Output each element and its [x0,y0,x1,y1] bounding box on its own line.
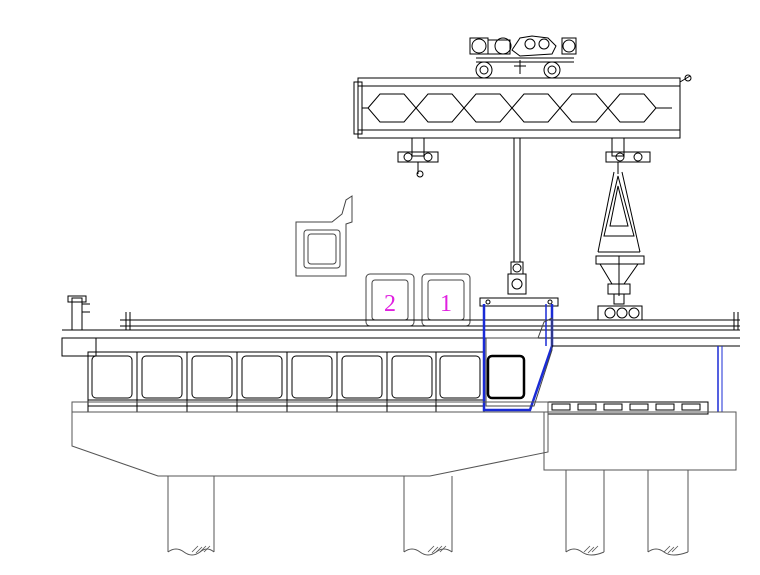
truss-hexagons [362,93,672,123]
stacked-segment-2: 2 [365,273,415,327]
segment-1-label: 1 [440,291,452,317]
deck-rail [62,312,740,339]
crane-main-beam [353,74,692,139]
pier-column-4 [647,470,689,556]
pier-column-3 [565,470,605,556]
stacked-segment-1: 1 [421,273,471,327]
girder-segments [87,351,485,413]
segment-2-label: 2 [384,291,396,317]
segment-being-lifted [479,297,559,412]
lifting-spreader [595,171,645,321]
crane-left-hanger [397,137,439,178]
rear-end-frame [61,295,97,357]
left-pier-cap [71,401,549,477]
crane-trolley [469,35,577,79]
girder-cells [91,355,481,399]
crane-right-hanger [605,137,651,174]
gantry-crane [353,35,692,321]
pier-column-1 [167,476,215,556]
right-pier-cap [543,411,737,471]
center-hoist [507,138,527,295]
pier-columns [167,470,689,556]
pier-column-2 [403,476,453,556]
front-deck [547,345,740,415]
floating-segment [295,195,353,277]
